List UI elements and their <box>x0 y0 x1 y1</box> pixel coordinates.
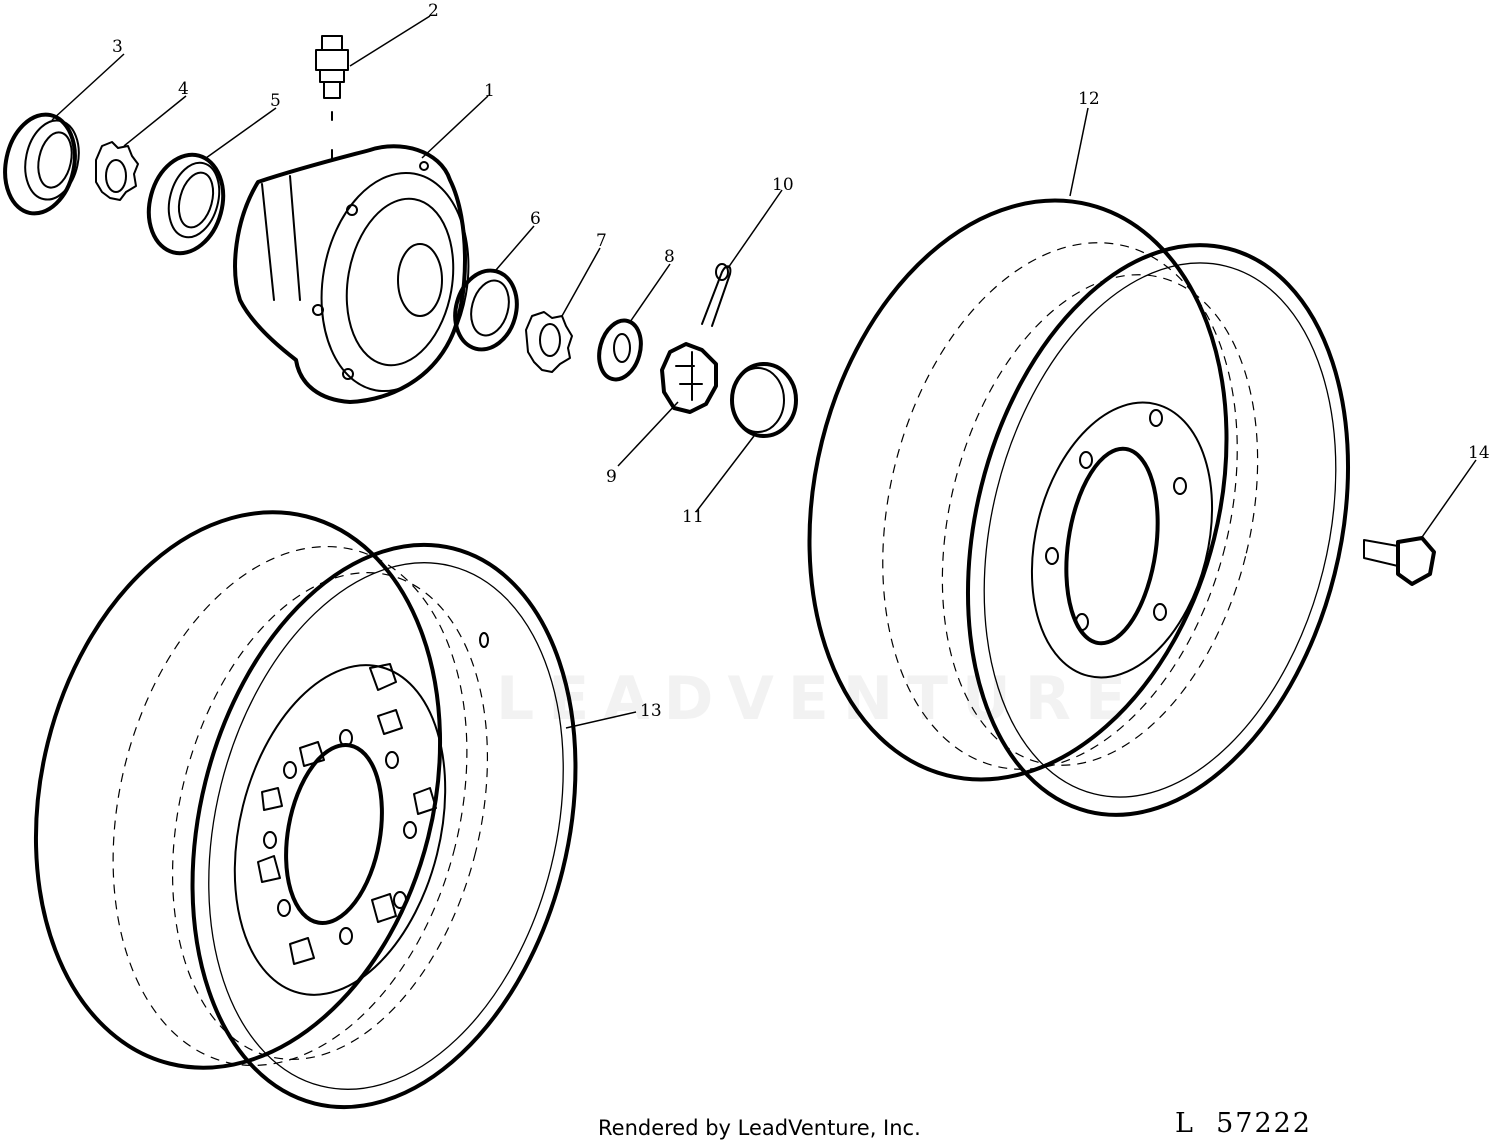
callout-13: 13 <box>640 701 662 721</box>
callout-5: 5 <box>270 91 281 111</box>
callout-14: 14 <box>1468 443 1490 463</box>
part-7-nut <box>525 311 573 373</box>
callout-1: 1 <box>484 81 495 101</box>
callout-10: 10 <box>772 175 794 195</box>
part-8-washer <box>597 318 643 382</box>
callout-7: 7 <box>596 231 607 251</box>
part-6-bearing <box>453 268 519 352</box>
callout-8: 8 <box>664 247 675 267</box>
part-1-hub <box>233 144 470 404</box>
watermark-text: LEADVENTURE <box>496 664 1140 734</box>
callout-4: 4 <box>178 79 189 99</box>
callout-11: 11 <box>682 507 704 527</box>
figure-code: L 57222 <box>1175 1108 1312 1139</box>
part-12-wheel-rim <box>807 198 1351 817</box>
callout-3: 3 <box>112 37 123 57</box>
leader-lines <box>51 15 1477 729</box>
part-11-dust-cap <box>730 362 798 438</box>
part-3-seal <box>3 112 80 216</box>
part-14-bolt <box>1363 536 1436 586</box>
part-10-cotter-pin <box>701 263 732 327</box>
part-9-slotted-nut <box>660 342 718 414</box>
callout-labels: 1 2 3 4 5 6 7 8 9 10 11 12 13 14 <box>112 1 1490 721</box>
callout-12: 12 <box>1078 89 1100 109</box>
callout-2: 2 <box>428 1 439 21</box>
part-5-bearing <box>146 152 226 256</box>
callout-9: 9 <box>606 467 617 487</box>
part-2-grease-fitting <box>315 35 349 161</box>
part-13-wheel-rim <box>33 510 578 1110</box>
part-4-nut <box>95 141 139 201</box>
callout-6: 6 <box>530 209 541 229</box>
footer-credit: Rendered by LeadVenture, Inc. <box>598 1116 921 1140</box>
